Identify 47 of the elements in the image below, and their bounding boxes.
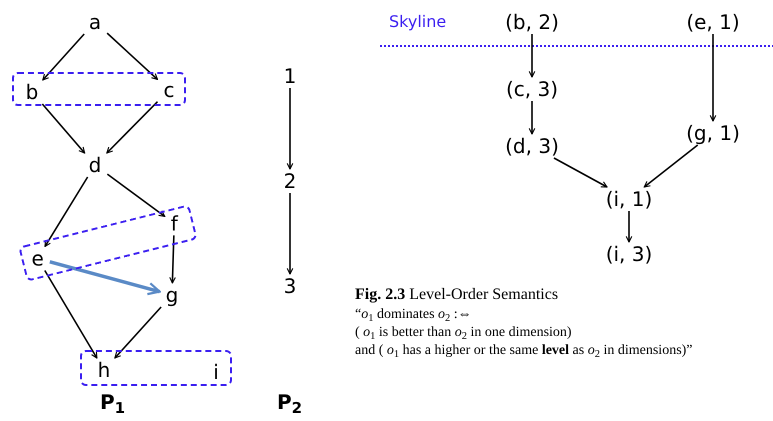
graph-label: P$_{2}$: [277, 389, 302, 415]
arrow: [169, 235, 176, 284]
arrow: [554, 157, 608, 188]
dashed-group-box: [12, 72, 186, 106]
arrow: [528, 34, 536, 78]
node-label: f: [166, 213, 182, 234]
arrow: [106, 173, 166, 218]
arrow: [44, 270, 98, 359]
node-label: g: [162, 285, 182, 305]
arrow: [286, 193, 294, 275]
node-label: (g, 1): [682, 123, 744, 143]
node-label: 2: [280, 171, 300, 191]
node-label: b: [22, 82, 42, 102]
node-label: 3: [280, 276, 300, 296]
arrow: [44, 176, 88, 248]
arrow: [286, 88, 294, 170]
arrow: [42, 33, 85, 81]
arrow: [626, 211, 632, 243]
node-label: i: [209, 362, 223, 382]
arrow: [114, 306, 162, 359]
dashed-group-box: [80, 350, 232, 386]
node-label: d: [84, 155, 106, 175]
graph-label: P$_{1}$: [100, 389, 126, 415]
arrow: [710, 34, 716, 122]
node-label: (i, 3): [602, 244, 656, 264]
arrow: [528, 101, 536, 135]
node-label: (i, 1): [602, 189, 656, 209]
node-label: (b, 2): [501, 12, 563, 32]
figure-caption: Fig. 2.3 Level-Order Semantics: [355, 285, 560, 305]
node-label: e: [28, 248, 48, 268]
skyline-label: Skyline: [389, 11, 446, 33]
caption-text: ( o$_{1}$ is better than o$_{2}$ in one dimension): [355, 324, 573, 342]
node-label: (c, 3): [502, 79, 562, 99]
dashed-group-box: [18, 204, 198, 282]
caption-text: “o$_{1}$ dominates o$_{2}$ :⇔: [355, 306, 473, 324]
arrow: [49, 260, 161, 296]
caption-text: and ( o$_{1}$ has a higher or the same level as o$_{2}$ in dimensions)”: [355, 342, 694, 360]
node-label: c: [160, 80, 178, 100]
arrow: [42, 103, 86, 154]
node-label: 1: [280, 66, 300, 86]
arrow: [106, 101, 158, 154]
node-label: (d, 3): [501, 136, 563, 156]
node-label: a: [84, 12, 106, 32]
arrow: [106, 32, 158, 80]
arrow: [644, 144, 698, 188]
node-label: (e, 1): [682, 12, 744, 32]
node-label: h: [94, 360, 114, 380]
